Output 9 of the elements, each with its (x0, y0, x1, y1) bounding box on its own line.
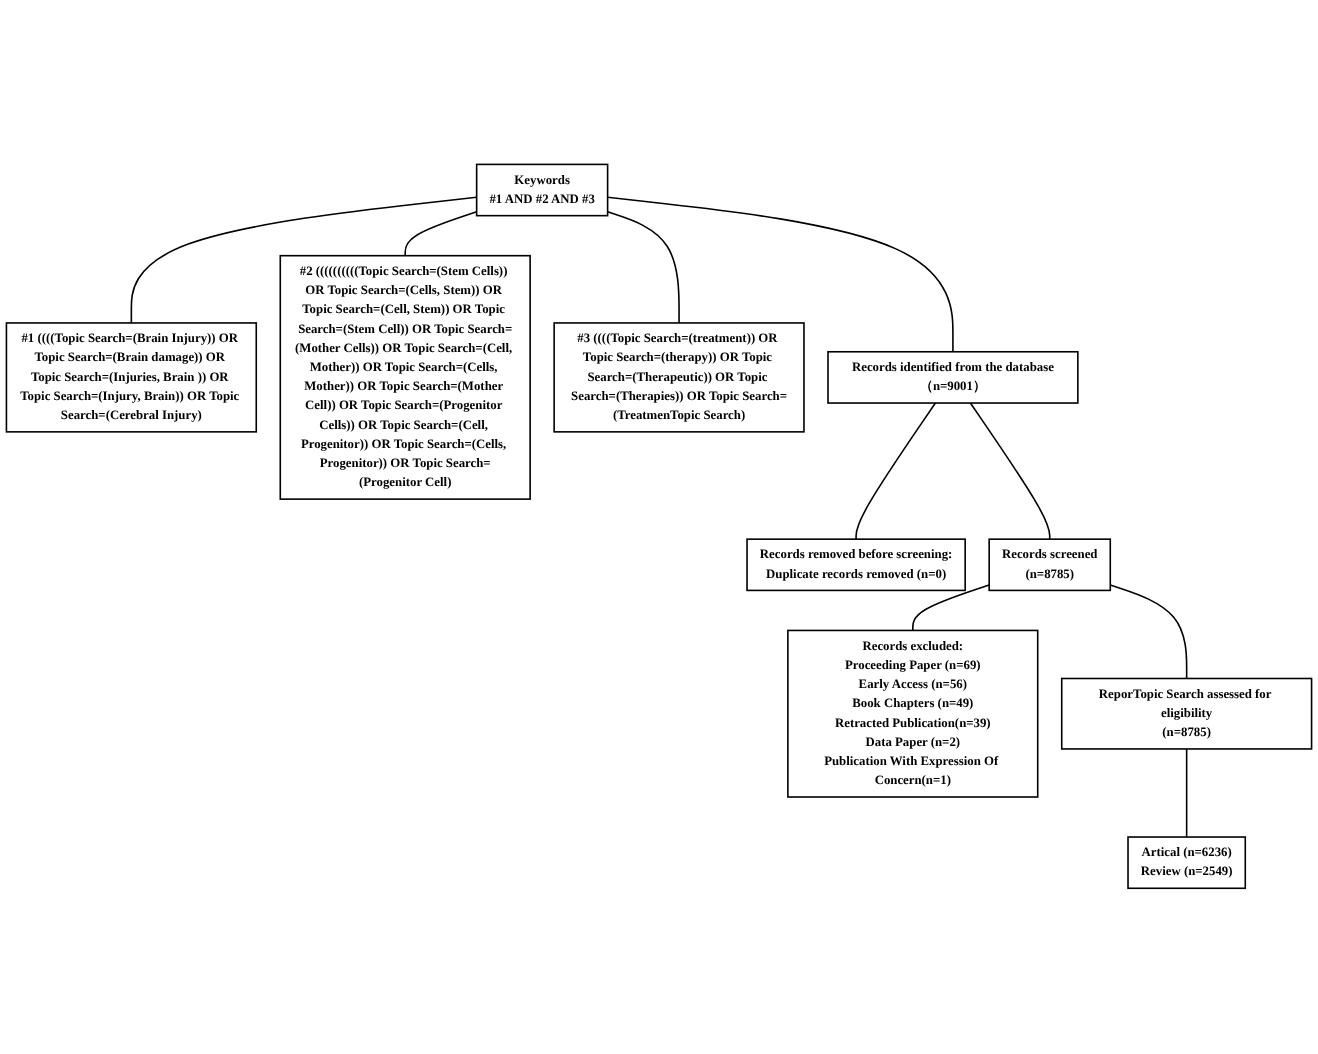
connector (130, 197, 478, 325)
connector (1109, 584, 1188, 680)
connector (855, 402, 937, 541)
connector (969, 402, 1051, 541)
connector (606, 197, 954, 354)
connector (404, 211, 478, 258)
connector (1185, 748, 1188, 839)
connector (606, 211, 680, 325)
connector (912, 584, 990, 632)
